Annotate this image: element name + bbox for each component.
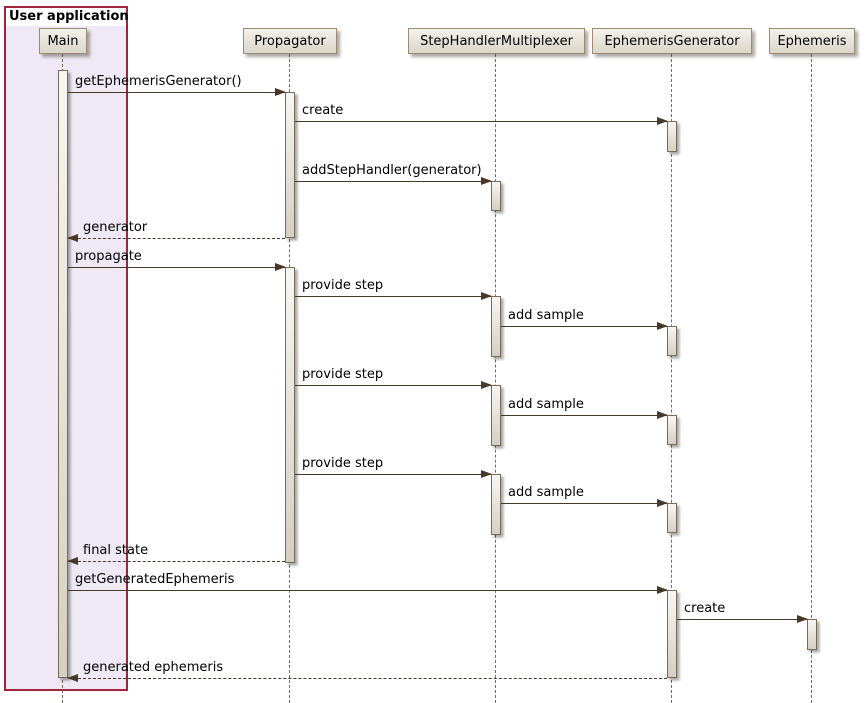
message-line — [677, 619, 807, 620]
message-line — [295, 121, 667, 122]
participant-main: Main — [39, 28, 87, 54]
activation-multiplexer-2 — [491, 296, 501, 357]
activation-generator-2 — [667, 326, 677, 356]
activation-generator-1 — [667, 121, 677, 152]
arrowhead-icon — [797, 615, 808, 623]
arrowhead-icon — [481, 292, 492, 300]
activation-generator-5 — [667, 590, 677, 678]
message-label: getEphemerisGenerator() — [75, 74, 242, 89]
message-label: provide step — [302, 367, 384, 382]
arrowhead-icon — [657, 586, 668, 594]
message-line — [501, 503, 667, 504]
arrowhead-icon — [481, 177, 492, 185]
lifeline-stephandlermultiplexer — [495, 54, 496, 703]
message-label: add sample — [508, 308, 584, 323]
participant-ephemeris: Ephemeris — [769, 28, 855, 54]
arrowhead-icon — [275, 263, 286, 271]
lifeline-ephemeris — [811, 54, 812, 703]
message-label: addStepHandler(generator) — [302, 163, 482, 178]
message-line — [501, 415, 667, 416]
arrowhead-icon — [67, 234, 78, 242]
message-line — [68, 267, 285, 268]
message-label: generated ephemeris — [83, 660, 224, 675]
message-line — [295, 181, 491, 182]
message-label: propagate — [75, 249, 142, 264]
message-line — [68, 92, 285, 93]
arrowhead-icon — [657, 499, 668, 507]
message-line — [68, 238, 285, 239]
arrowhead-icon — [67, 674, 78, 682]
activation-generator-3 — [667, 415, 677, 445]
message-line — [501, 326, 667, 327]
message-line — [68, 561, 285, 562]
message-label: create — [302, 103, 344, 118]
participant-stephandlermultiplexer: StepHandlerMultiplexer — [408, 28, 585, 54]
message-label: provide step — [302, 456, 384, 471]
arrowhead-icon — [275, 88, 286, 96]
activation-main — [58, 70, 68, 678]
activation-multiplexer-1 — [491, 181, 501, 211]
message-label: create — [684, 601, 726, 616]
message-label: add sample — [508, 485, 584, 500]
activation-propagator-1 — [285, 92, 295, 238]
arrowhead-icon — [481, 381, 492, 389]
frame-title: User application — [6, 8, 129, 26]
activation-generator-4 — [667, 503, 677, 533]
message-label: provide step — [302, 278, 384, 293]
activation-ephemeris — [807, 619, 817, 650]
message-label: add sample — [508, 397, 584, 412]
message-label: getGeneratedEphemeris — [75, 572, 235, 587]
activation-multiplexer-3 — [491, 385, 501, 446]
activation-multiplexer-4 — [491, 474, 501, 535]
message-label: generator — [83, 220, 148, 235]
arrowhead-icon — [481, 470, 492, 478]
participant-ephemerisgenerator: EphemerisGenerator — [592, 28, 752, 54]
message-line — [295, 385, 491, 386]
lifeline-ephemerisgenerator — [671, 54, 672, 703]
message-line — [68, 590, 667, 591]
message-line — [68, 678, 667, 679]
participant-propagator: Propagator — [243, 28, 337, 54]
arrowhead-icon — [657, 411, 668, 419]
message-label: final state — [83, 543, 149, 558]
message-line — [295, 474, 491, 475]
arrowhead-icon — [657, 322, 668, 330]
arrowhead-icon — [67, 557, 78, 565]
arrowhead-icon — [657, 117, 668, 125]
message-line — [295, 296, 491, 297]
activation-propagator-2 — [285, 267, 295, 563]
